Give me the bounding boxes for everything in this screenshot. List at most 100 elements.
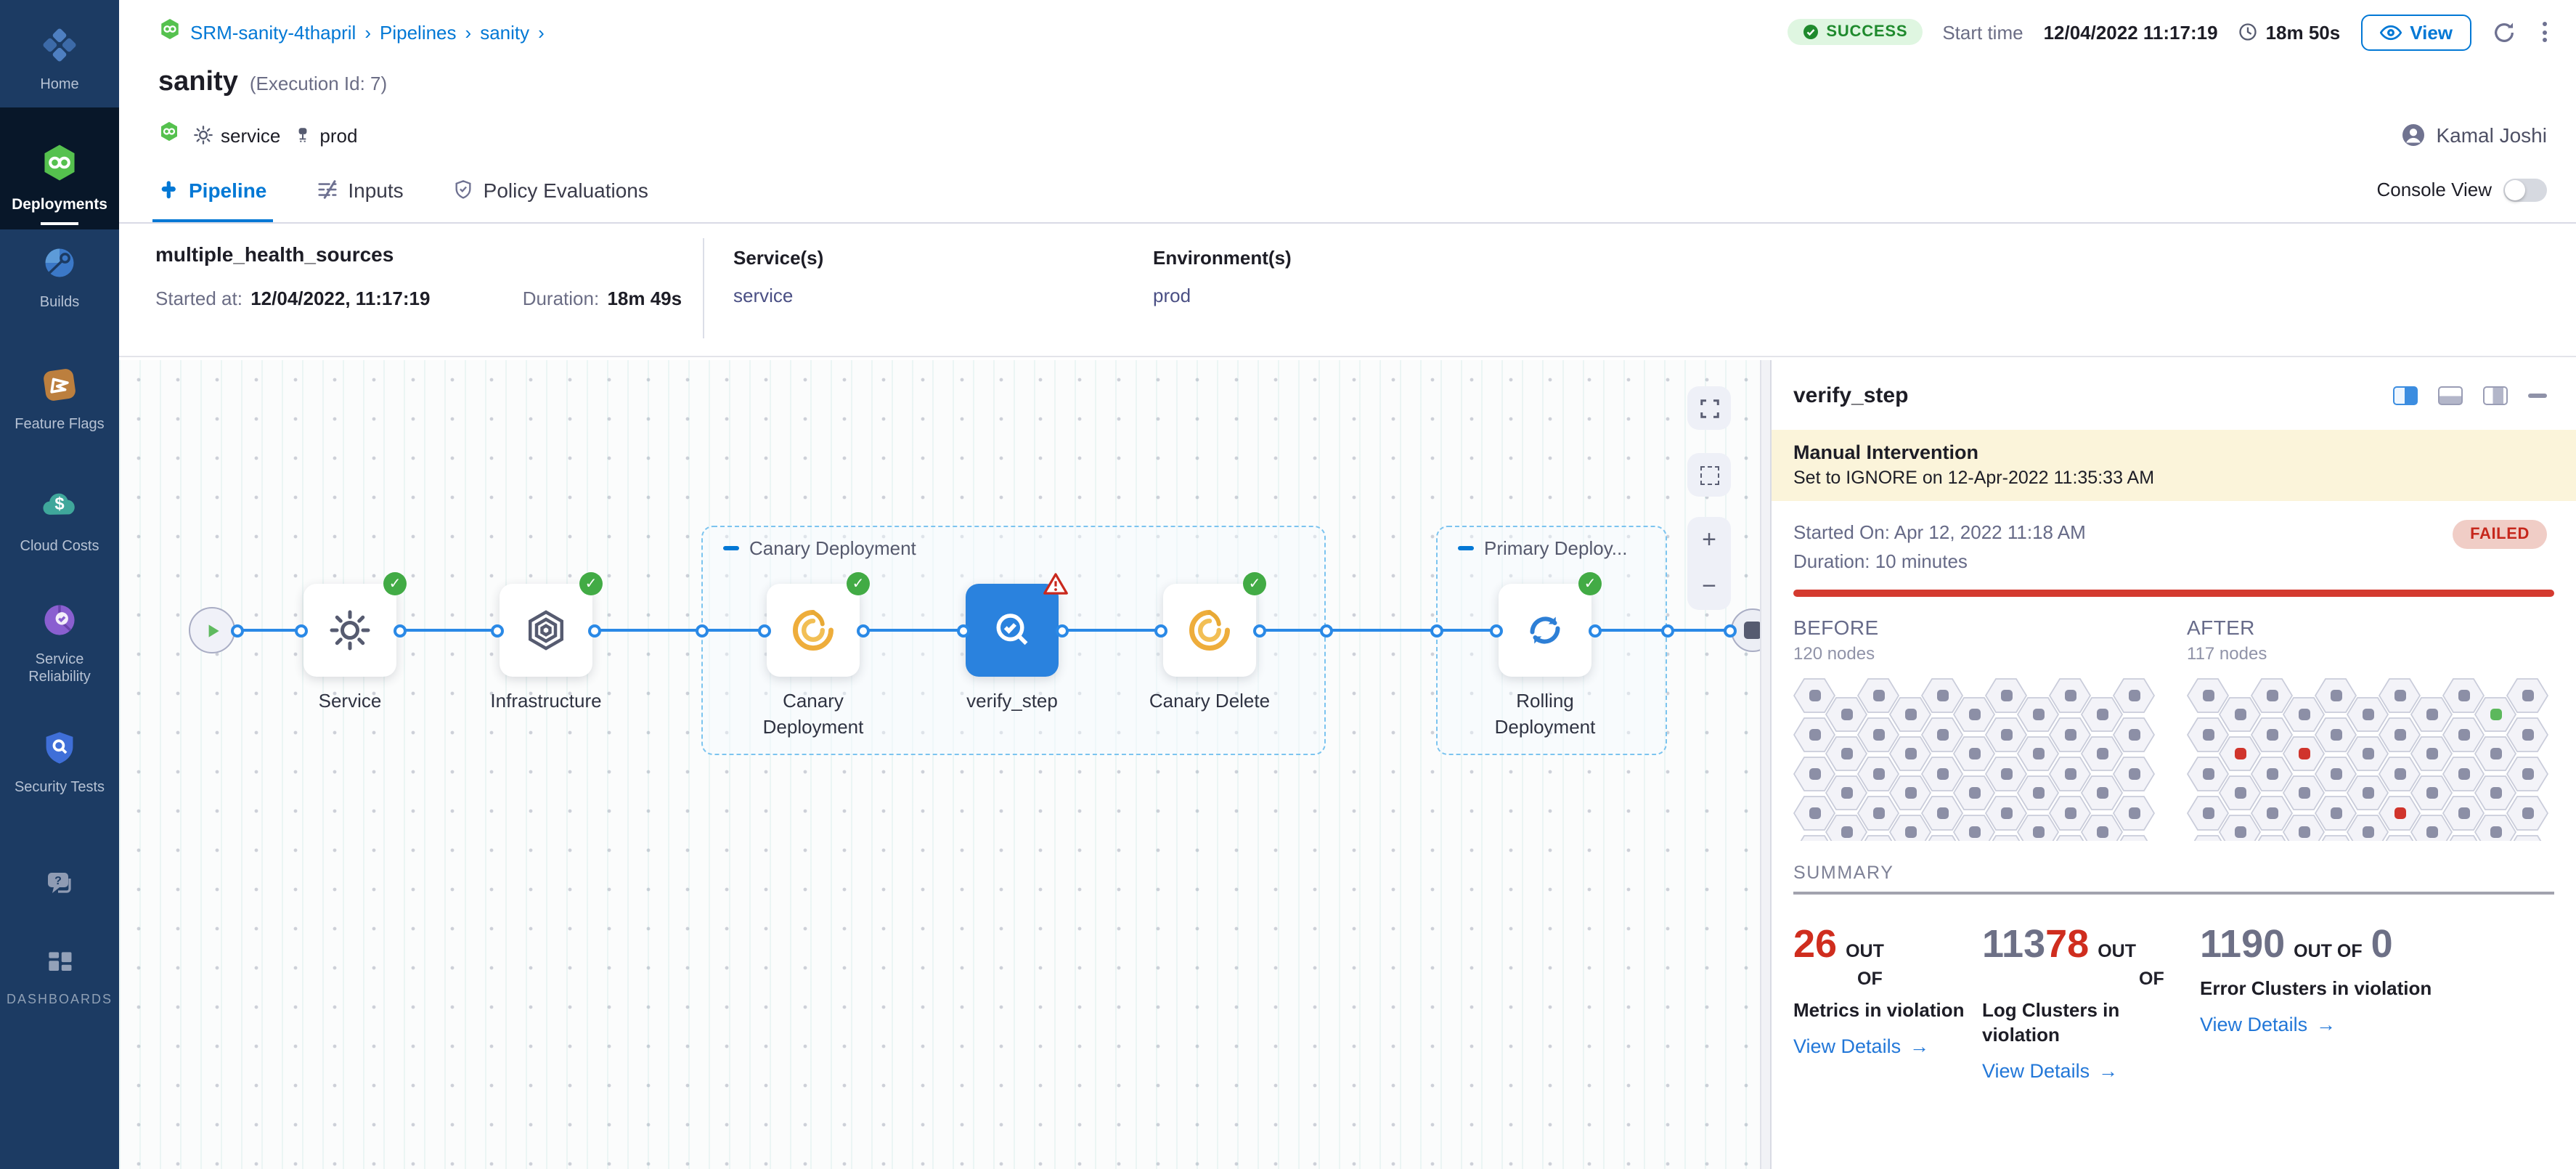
breadcrumb-project[interactable]: SRM-sanity-4thapril — [190, 21, 356, 43]
service-link[interactable]: service — [733, 285, 794, 306]
node-rolling-deployment[interactable]: ✓ Rolling Deployment — [1495, 572, 1602, 737]
node-hex[interactable] — [2113, 835, 2155, 841]
sidebar-item-help[interactable]: ? — [0, 865, 119, 913]
node-hex[interactable] — [2315, 678, 2357, 713]
node-hex[interactable] — [2251, 678, 2293, 713]
node-hex[interactable] — [1889, 815, 1931, 841]
node-verify-step[interactable]: verify_step — [966, 573, 1068, 712]
node-hex[interactable] — [2187, 757, 2229, 791]
tab-inputs[interactable]: Inputs — [316, 157, 404, 222]
node-hex[interactable] — [2379, 757, 2421, 791]
sidebar-item-home[interactable]: Home — [0, 26, 119, 94]
node-hex[interactable] — [2474, 736, 2516, 771]
node-hex[interactable] — [1857, 678, 1899, 713]
node-hex[interactable] — [2219, 697, 2261, 732]
node-canary-delete[interactable]: ✓ Canary Delete — [1149, 572, 1270, 712]
node-hex[interactable] — [2410, 697, 2453, 732]
console-view-toggle[interactable] — [2503, 178, 2547, 201]
node-hex[interactable] — [1985, 678, 2027, 713]
breadcrumb-pipelines[interactable]: Pipelines — [380, 21, 457, 43]
node-hex[interactable] — [1985, 796, 2027, 831]
node-hex[interactable] — [1985, 835, 2027, 841]
node-hex[interactable] — [1985, 717, 2027, 752]
layout-split-view-icon[interactable] — [2393, 386, 2418, 404]
tab-pipeline[interactable]: Pipeline — [152, 157, 272, 222]
node-hex[interactable] — [2506, 717, 2548, 752]
node-hex[interactable] — [2379, 717, 2421, 752]
node-hex[interactable] — [2081, 736, 2123, 771]
node-hex[interactable] — [1793, 717, 1835, 752]
node-hex[interactable] — [2347, 736, 2389, 771]
node-hex[interactable] — [2017, 775, 2059, 810]
node-hex[interactable] — [2506, 678, 2548, 713]
zoom-in-button[interactable]: + — [1702, 526, 1716, 553]
node-hex[interactable] — [2251, 717, 2293, 752]
node-hex[interactable] — [2187, 835, 2229, 841]
node-hex[interactable] — [2506, 796, 2548, 831]
fit-to-screen-button[interactable] — [1687, 386, 1731, 430]
view-details-link[interactable]: View Details→ — [2200, 1013, 2336, 1035]
node-hex[interactable] — [2379, 835, 2421, 841]
node-hex[interactable] — [2017, 697, 2059, 732]
node-hex[interactable] — [2442, 757, 2485, 791]
tab-policy-evaluations[interactable]: Policy Evaluations — [453, 157, 648, 222]
sidebar-item-builds[interactable]: Builds — [0, 244, 119, 311]
canvas-scrollbar[interactable] — [1760, 360, 1772, 1169]
node-hex[interactable] — [1921, 835, 1963, 841]
after-hex-grid[interactable] — [2187, 677, 2548, 841]
collapse-dash-icon[interactable] — [1458, 545, 1474, 551]
sidebar-item-cloud-costs[interactable]: $ Cloud Costs — [0, 488, 119, 555]
node-hex[interactable] — [2081, 815, 2123, 841]
more-options-icon[interactable] — [2537, 19, 2553, 45]
node-hex[interactable] — [2187, 678, 2229, 713]
node-hex[interactable] — [2283, 736, 2325, 771]
node-hex[interactable] — [2315, 757, 2357, 791]
node-hex[interactable] — [1825, 736, 1867, 771]
node-hex[interactable] — [1857, 757, 1899, 791]
breadcrumb-page[interactable]: sanity — [480, 21, 530, 43]
node-hex[interactable] — [2113, 717, 2155, 752]
view-button[interactable]: View — [2360, 14, 2471, 50]
node-hex[interactable] — [1889, 736, 1931, 771]
node-hex[interactable] — [2049, 717, 2091, 752]
node-hex[interactable] — [2379, 678, 2421, 713]
node-hex[interactable] — [2506, 757, 2548, 791]
node-hex[interactable] — [2442, 796, 2485, 831]
node-hex[interactable] — [1921, 757, 1963, 791]
node-hex[interactable] — [2506, 835, 2548, 841]
node-hex[interactable] — [2187, 796, 2229, 831]
start-node[interactable] — [189, 607, 235, 653]
layout-bottom-view-icon[interactable] — [2438, 386, 2463, 404]
node-hex[interactable] — [2442, 717, 2485, 752]
node-hex[interactable] — [2113, 757, 2155, 791]
node-hex[interactable] — [1889, 775, 1931, 810]
node-hex[interactable] — [2315, 717, 2357, 752]
node-hex[interactable] — [1825, 775, 1867, 810]
node-hex[interactable] — [2049, 678, 2091, 713]
sidebar-item-dashboards[interactable]: DASHBOARDS — [0, 947, 119, 1007]
node-hex[interactable] — [1793, 835, 1835, 841]
node-hex[interactable] — [1793, 678, 1835, 713]
before-hex-grid[interactable] — [1793, 677, 2155, 841]
service-tag[interactable]: service — [193, 124, 280, 146]
node-hex[interactable] — [2474, 775, 2516, 810]
node-hex[interactable] — [2049, 835, 2091, 841]
node-hex[interactable] — [2049, 757, 2091, 791]
node-hex[interactable] — [2081, 775, 2123, 810]
zoom-out-button[interactable]: − — [1702, 572, 1716, 600]
sidebar-item-security-tests[interactable]: Security Tests — [0, 729, 119, 797]
node-hex[interactable] — [2442, 678, 2485, 713]
node-canary-deployment[interactable]: ✓ Canary Deployment — [763, 572, 870, 737]
node-hex[interactable] — [2410, 736, 2453, 771]
node-hex[interactable] — [2081, 697, 2123, 732]
node-hex[interactable] — [2219, 736, 2261, 771]
node-hex[interactable] — [2017, 736, 2059, 771]
node-service[interactable]: ✓ Service — [303, 572, 407, 712]
node-hex[interactable] — [2251, 835, 2293, 841]
node-hex[interactable] — [2251, 796, 2293, 831]
node-hex[interactable] — [1825, 697, 1867, 732]
node-hex[interactable] — [1857, 835, 1899, 841]
node-hex[interactable] — [2187, 717, 2229, 752]
view-details-link[interactable]: View Details→ — [1793, 1035, 1930, 1057]
node-hex[interactable] — [2219, 775, 2261, 810]
